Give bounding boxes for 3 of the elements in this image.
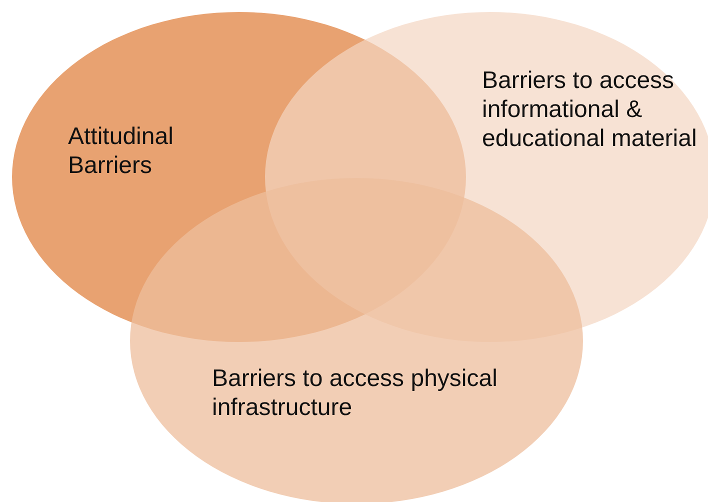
circle-label: Attitudinal Barriers: [68, 122, 174, 180]
circle-label: Barriers to access physical infrastructure: [212, 364, 498, 422]
circle-label: Barriers to access informational & educational material: [482, 66, 698, 153]
